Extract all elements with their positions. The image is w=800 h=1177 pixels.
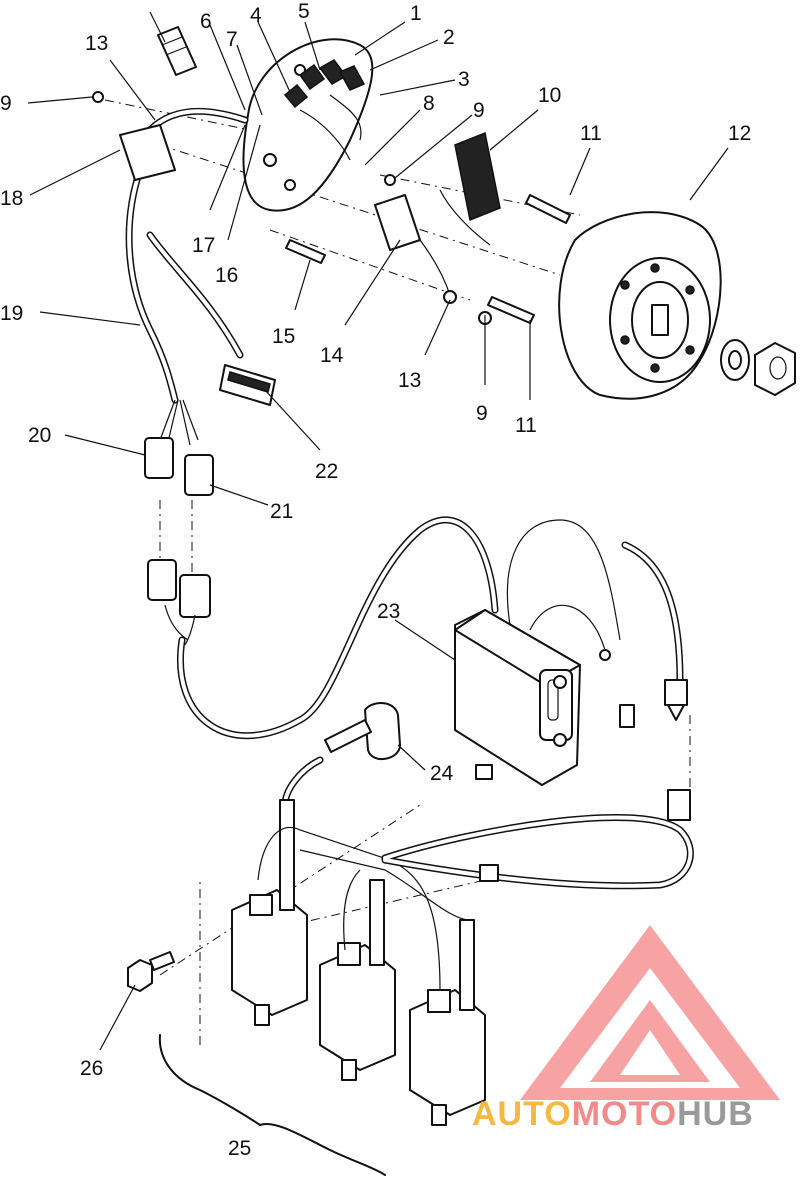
callout-23: 23 [377, 600, 400, 623]
callout-1: 1 [410, 2, 422, 25]
harness-connector [219, 364, 276, 406]
callout-7: 7 [226, 28, 238, 51]
coil-bolt [127, 951, 175, 992]
ignition-coil-3 [409, 919, 486, 1126]
watermark-moto: MOTO [572, 1095, 677, 1133]
watermark-wordmark: AUTOMOTOHUB [472, 1095, 754, 1133]
callout-3: 3 [458, 68, 470, 91]
cdi-wiring [177, 516, 688, 740]
voltage-regulator [439, 131, 501, 246]
callout-13-lower: 13 [398, 369, 421, 392]
ignition-coil-2 [319, 879, 396, 1081]
callout-11-upper: 11 [580, 122, 602, 145]
stator-plate [242, 38, 374, 212]
callout-19: 19 [0, 302, 23, 325]
wiring-harness [119, 107, 249, 446]
callout-4: 4 [250, 4, 262, 27]
bolts-and-screws [92, 91, 571, 325]
callout-18: 18 [0, 187, 23, 210]
group-bracket-25 [158, 1034, 386, 1176]
callout-9-left: 9 [0, 92, 12, 115]
callout-9-lower: 9 [476, 402, 488, 425]
callout-21: 21 [270, 500, 293, 523]
watermark-triangle-hole [620, 1030, 680, 1075]
callout-15: 15 [272, 325, 295, 348]
callout-17: 17 [192, 234, 215, 257]
connector-pair-upper [144, 437, 214, 496]
washer-and-nut [720, 339, 796, 396]
watermark-auto: AUTO [472, 1095, 572, 1133]
callout-13-upper: 13 [85, 32, 108, 55]
callout-22: 22 [315, 460, 338, 483]
ignition-coil-1 [231, 799, 308, 1026]
callout-2: 2 [443, 26, 455, 49]
callout-6: 6 [200, 10, 212, 33]
leader-lines [27, 21, 729, 1051]
pickup-bracket [374, 194, 457, 304]
callout-labels: 1 2 3 4 5 6 7 8 9 9 9 10 11 11 12 13 13 … [0, 0, 751, 1160]
coil-wires [257, 789, 694, 991]
callout-24: 24 [430, 762, 454, 785]
callout-5: 5 [298, 0, 310, 23]
connector-pair-lower [147, 559, 211, 646]
callout-14: 14 [320, 344, 344, 367]
flywheel [558, 211, 722, 400]
callout-20: 20 [28, 424, 51, 447]
cdi-box [454, 609, 581, 786]
watermark-hub: HUB [677, 1095, 754, 1133]
callout-8: 8 [423, 92, 435, 115]
callout-9-upper: 9 [473, 99, 485, 122]
callout-16: 16 [215, 264, 238, 287]
watermark-logo [520, 925, 780, 1100]
callout-11-lower: 11 [515, 414, 537, 437]
callout-12: 12 [728, 122, 751, 145]
callout-10: 10 [538, 84, 561, 107]
stator-coils [283, 59, 366, 161]
callout-25: 25 [228, 1137, 251, 1160]
spark-plug-cap [281, 702, 401, 809]
callout-26: 26 [80, 1057, 103, 1080]
spark-plug-cap-top [149, 11, 197, 76]
svg-text:AUTOMOTOHUB: AUTOMOTOHUB [472, 1095, 754, 1133]
